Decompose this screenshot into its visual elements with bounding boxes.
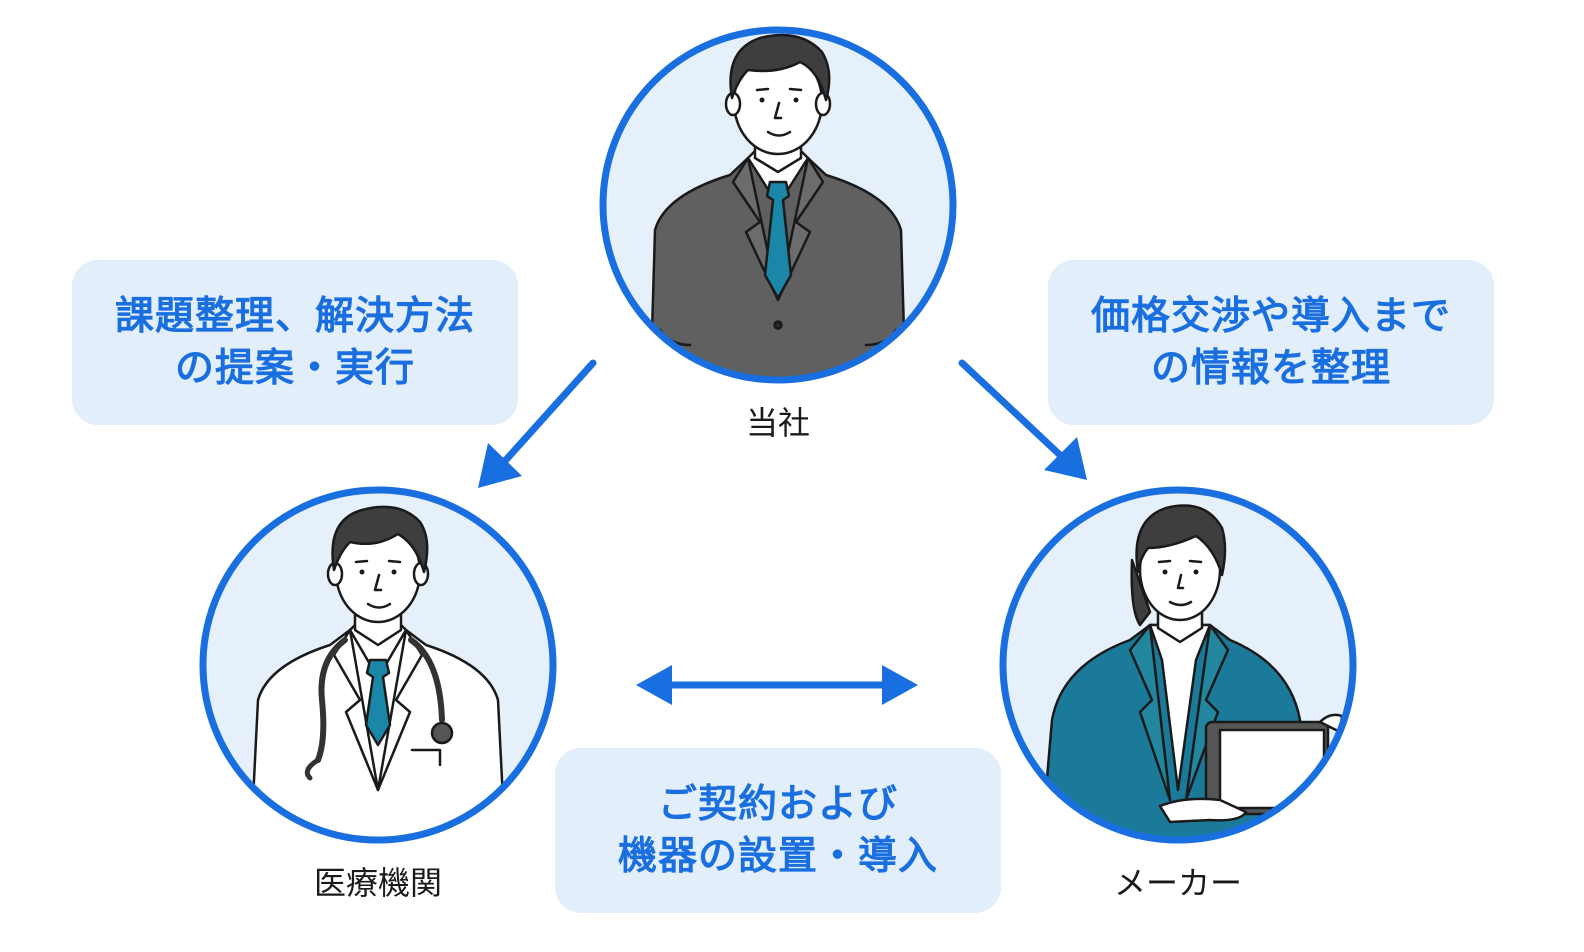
- callout-right: 価格交渉や導入まで の情報を整理: [1048, 260, 1494, 425]
- double-arrow-icon: [636, 665, 918, 705]
- callout-left-line-2: の提案・実行: [174, 345, 415, 391]
- doctor-icon: [199, 486, 557, 844]
- arrow-down-left-icon: [478, 359, 597, 488]
- businesswoman-icon: [999, 486, 1357, 844]
- label-medical: 医療機関: [313, 864, 442, 902]
- callout-bottom: ご契約および 機器の設置・導入: [555, 748, 1001, 913]
- label-company: 当社: [745, 404, 810, 442]
- businessman-icon: [599, 26, 957, 384]
- callout-bottom-line-2: 機器の設置・導入: [617, 833, 938, 879]
- callout-bottom-line-1: ご契約および: [657, 781, 898, 827]
- label-maker: メーカー: [1113, 864, 1242, 902]
- callout-left-line-1: 課題整理、解決方法: [114, 293, 475, 339]
- arrow-down-right-icon: [958, 359, 1087, 480]
- callout-right-line-1: 価格交渉や導入まで: [1090, 293, 1451, 339]
- callout-right-line-2: の情報を整理: [1150, 345, 1391, 391]
- callout-left: 課題整理、解決方法 の提案・実行: [72, 260, 518, 425]
